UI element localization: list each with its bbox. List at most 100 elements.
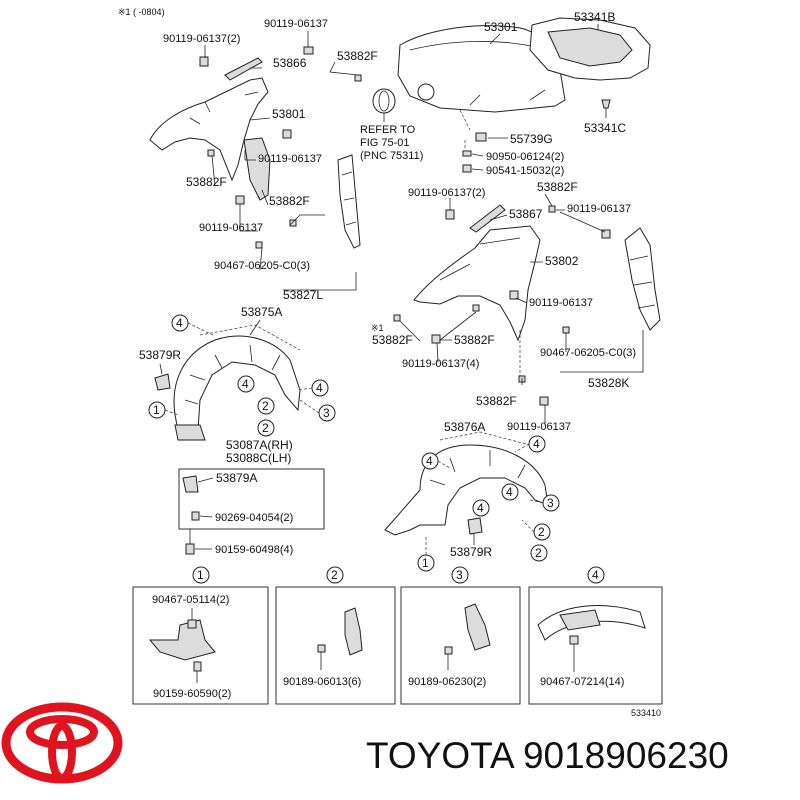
svg-text:3: 3 (323, 406, 330, 420)
detail-box-3: 3 90189-06230(2) (400, 566, 521, 705)
bracket-53879A-icon (182, 475, 199, 493)
detail-box-3-side: 90189-06230(2) (408, 676, 486, 688)
label-53866: 53866 (273, 56, 307, 70)
label-90159-a: 90159-60498(4) (215, 544, 293, 556)
brand-caption: TOYOTA 9018906230 (366, 735, 729, 777)
label-53882F-c: 53882F (269, 194, 310, 208)
label-53341B: 53341B (574, 10, 615, 24)
clip-icon (255, 241, 263, 249)
brand-name: TOYOTA (366, 735, 513, 776)
refer-line-3: (PNC 75311) (360, 150, 423, 162)
callout-circle: 4 (171, 314, 189, 332)
svg-text:4: 4 (316, 381, 323, 395)
label-90119-d2: 90119-06137(2) (408, 187, 485, 199)
emblem-icon (372, 88, 396, 114)
svg-text:1: 1 (422, 556, 429, 570)
shield-53827L-part (337, 154, 361, 249)
svg-text:2: 2 (262, 399, 269, 413)
label-53882F-d: 53882F (537, 180, 578, 194)
bolt-icon (185, 543, 195, 555)
bolt-icon (431, 334, 441, 344)
label-53867: 53867 (509, 207, 543, 221)
callout-circle: 2 (257, 397, 275, 415)
clip-icon (303, 46, 314, 55)
right-fender-part (413, 225, 541, 342)
clip-icon (207, 149, 215, 157)
label-90119-e: 90119-06137 (529, 297, 593, 309)
bolt-icon (282, 129, 292, 139)
callout-circle: 1 (417, 554, 435, 572)
subassembly-box (178, 468, 325, 530)
clip-icon (289, 219, 297, 227)
note-mark: ※1 (371, 323, 384, 333)
label-53301: 53301 (484, 20, 518, 34)
bolt-icon (445, 209, 455, 220)
bolt-icon (509, 290, 519, 300)
bumper-icon (462, 164, 472, 173)
svg-text:4: 4 (426, 454, 433, 468)
label-53827L: 53827L (283, 288, 323, 302)
clip-icon (548, 205, 556, 213)
svg-text:4: 4 (506, 485, 513, 499)
brand-part-number: 9018906230 (522, 735, 729, 776)
bolt-icon (199, 56, 209, 67)
label-53875A: 53875A (241, 305, 282, 319)
svg-text:4: 4 (176, 316, 183, 330)
label-55739G: 55739G (510, 132, 553, 146)
clip-icon (601, 99, 611, 109)
bolt-icon (235, 195, 245, 205)
label-90119-06137: 90119-06137 (264, 18, 328, 30)
liner-53876A-part (384, 444, 549, 536)
label-53088C: 53088C(LH) (226, 451, 291, 465)
detail-box-3-num: 3 (456, 568, 463, 582)
label-90119-06137-b: 90119-06137 (258, 153, 322, 165)
refer-line-2: FIG 75-01 (360, 137, 410, 149)
clip-53879R-icon (467, 517, 483, 535)
callout-circle: 2 (530, 544, 548, 562)
clip-icon (393, 314, 401, 322)
label-53341C: 53341C (584, 121, 626, 135)
callout-circle: 1 (148, 401, 166, 419)
label-90119-f4: 90119-06137(4) (402, 358, 479, 370)
left-fender-part (149, 77, 271, 201)
detail-box-1-top: 90467-05114(2) (152, 594, 229, 606)
clip-53879R-icon (154, 373, 171, 391)
detail-box-2-num: 2 (331, 568, 338, 582)
toyota-logo (1, 702, 123, 784)
svg-text:1: 1 (153, 403, 160, 417)
label-90467-R: 90467-06205-C0(3) (540, 347, 636, 359)
detail-box-4-num: 4 (592, 568, 599, 582)
detail-box-1-num: 1 (197, 568, 204, 582)
callout-circle: 4 (311, 379, 329, 397)
detail-box-2-side: 90189-06013(6) (283, 676, 361, 688)
liner-53875A-part (173, 335, 301, 441)
hood-emblem-part (417, 83, 435, 101)
bolt-icon (601, 229, 611, 239)
shield-53828K-part (624, 227, 661, 331)
label-90119-d: 90119-06137 (567, 203, 631, 215)
callout-circle: 3 (542, 494, 560, 512)
refer-line-1: REFER TO (360, 124, 416, 136)
label-90467-L: 90467-06205-C0(3) (214, 260, 310, 272)
diagram-id: 533410 (631, 708, 661, 718)
label-53882F-f: 53882F (454, 333, 495, 347)
seal-53866-part (224, 57, 263, 81)
callout-circle: 4 (501, 483, 519, 501)
hood-53301-part (397, 25, 566, 113)
label-53802: 53802 (545, 254, 579, 268)
label-90119-06137-c: 90119-06137 (199, 222, 263, 234)
svg-text:4: 4 (477, 501, 484, 515)
detail-box-1-bottom: 90159-60590(2) (153, 688, 231, 700)
label-53882F-b: 53882F (186, 175, 227, 189)
svg-text:2: 2 (538, 525, 545, 539)
svg-text:2: 2 (535, 546, 542, 560)
detail-box-2: 2 90189-06013(6) (275, 566, 396, 705)
bolt-icon (191, 511, 200, 521)
label-53879R-b: 53879R (450, 545, 492, 559)
label-90119-g: 90119-06137 (507, 421, 571, 433)
bolt-icon (539, 396, 549, 406)
callout-circle: 4 (472, 499, 490, 517)
label-90950: 90950-06124(2) (486, 151, 564, 163)
label-53828K: 53828K (588, 376, 629, 390)
